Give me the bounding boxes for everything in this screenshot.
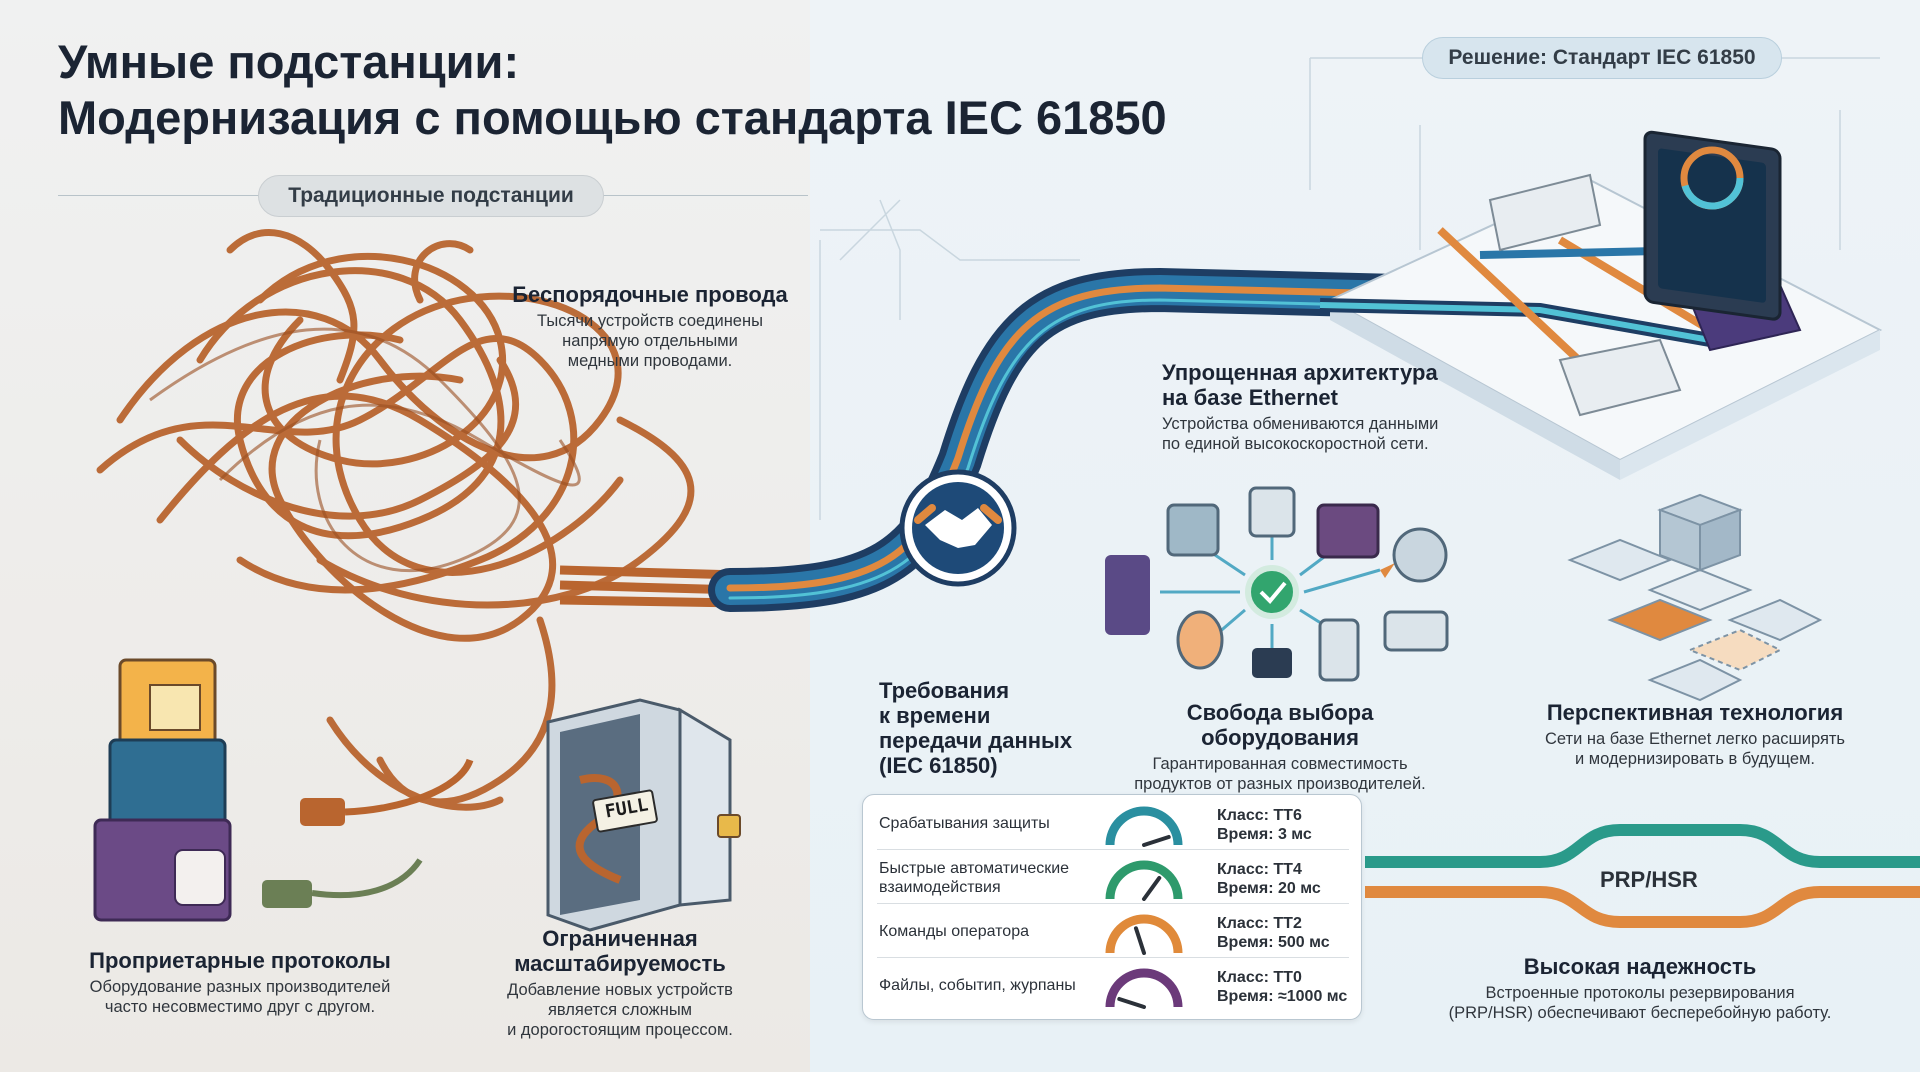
ethernet-heading: Упрощенная архитектура на базе Ethernet — [1162, 360, 1462, 410]
messy-wires-text-2: напрямую отдельными — [562, 332, 738, 350]
gauge-icon — [1105, 806, 1183, 847]
future-heading: Перспективная технология — [1546, 700, 1844, 725]
device-ring-art — [1105, 486, 1449, 682]
ethernet-heading-1: Упрощенная архитектура — [1162, 360, 1438, 385]
gauge-arc — [1105, 968, 1183, 1008]
row-divider — [877, 957, 1349, 958]
row-divider — [877, 849, 1349, 850]
traditional-section-label: Традиционные подстанции — [258, 175, 604, 217]
proprietary-block: Проприетарные протоколы Оборудование раз… — [60, 948, 420, 1017]
timing-row: Срабатывания защиты Класс: TT6 Время: 3 … — [863, 797, 1363, 850]
row-divider — [877, 903, 1349, 904]
timing-row: Быстрые автоматические взаимодействия Кл… — [863, 851, 1363, 904]
gauge-icon — [1105, 968, 1183, 1009]
gauge-arc — [1105, 806, 1183, 846]
timing-row-label: Быстрые автоматические взаимодействия — [879, 859, 1070, 896]
timing-row-class: Класс: TT0 Время: ≈1000 мс — [1217, 968, 1347, 1006]
scalability-heading: Ограниченная масштабируемость — [470, 926, 770, 976]
ethernet-block: Упрощенная архитектура на базе Ethernet … — [1162, 360, 1462, 454]
scalability-text-1: Добавление новых устройств — [507, 981, 733, 999]
timing-row-class: Класс: TT6 Время: 3 мс — [1217, 806, 1312, 844]
proprietary-text-1: Оборудование разных производителей — [89, 978, 391, 996]
timing-time: Время: ≈1000 мс — [1217, 988, 1348, 1005]
gauge-icon — [1105, 914, 1183, 955]
gauge-arc — [1105, 914, 1183, 954]
timing-row-class: Класс: TT2 Время: 500 мс — [1217, 914, 1330, 952]
gauge-needle — [1142, 875, 1162, 901]
requirements-heading: Требования к времени передачи данных (IE… — [879, 678, 1072, 778]
timing-row-class: Класс: TT4 Время: 20 мс — [1217, 860, 1321, 898]
proprietary-text: Оборудование разных производителей часто… — [60, 977, 420, 1017]
page-title: Умные подстанции: Модернизация с помощью… — [58, 34, 1167, 146]
reliability-block: Высокая надежность Встроенные протоколы … — [1430, 954, 1850, 1023]
prp-hsr-label: PRP/HSR — [1600, 867, 1698, 892]
reliability-heading: Высокая надежность — [1523, 954, 1757, 979]
messy-wires-heading: Беспорядочные провода — [512, 282, 788, 307]
messy-wires-text: Тысячи устройств соединены напрямую отде… — [500, 311, 800, 371]
messy-wires-text-1: Тысячи устройств соединены — [537, 312, 763, 330]
timing-requirements-panel: Срабатывания защиты Класс: TT6 Время: 3 … — [862, 794, 1362, 1020]
scalability-heading-1: Ограниченная — [542, 926, 698, 951]
freedom-block: Свобода выбора оборудования Гарантирован… — [1110, 700, 1450, 794]
messy-wires-block: Беспорядочные провода Тысячи устройств с… — [500, 282, 800, 371]
network-cable-art — [708, 267, 1582, 612]
requirements-heading-3: передачи данных — [879, 728, 1073, 753]
scalability-text: Добавление новых устройств является слож… — [470, 980, 770, 1040]
timing-row: Файлы, событип, журпаны Класс: TT0 Время… — [863, 959, 1363, 1012]
ethernet-text-2: по единой высокоскоростной сети. — [1162, 435, 1429, 453]
gauge-needle — [1117, 996, 1146, 1009]
requirements-heading-2: к времени — [879, 703, 991, 728]
gauge-arc — [1105, 860, 1183, 900]
handshake-icon — [899, 469, 1017, 587]
scalability-block: Ограниченная масштабируемость Добавление… — [470, 926, 770, 1040]
solution-section-label: Решение: Стандарт IEC 61850 — [1422, 37, 1782, 79]
messy-wires-text-3: медными проводами. — [567, 352, 733, 370]
timing-row-label: Файлы, событип, журпаны — [879, 977, 1076, 994]
timing-time: Время: 3 мс — [1217, 826, 1312, 843]
proprietary-devices-art — [93, 658, 474, 922]
scalability-heading-2: масштабируемость — [514, 951, 726, 976]
future-text-1: Сети на базе Ethernet легко расширять — [1544, 730, 1846, 748]
timing-class: Класс: TT4 — [1217, 861, 1302, 878]
ethernet-platform-art — [1319, 130, 1883, 480]
reliability-text-1: Встроенные протоколы резервирования — [1485, 984, 1795, 1002]
future-block: Перспективная технология Сети на базе Et… — [1530, 700, 1860, 769]
title-line-1: Умные подстанции: — [58, 35, 520, 88]
requirements-heading-4: (IEC 61850) — [879, 753, 998, 778]
timing-class: Класс: TT0 — [1217, 969, 1302, 986]
timing-class: Класс: TT2 — [1217, 915, 1302, 932]
gauge-needle — [1142, 834, 1171, 847]
freedom-text-2: продуктов от разных производителей. — [1134, 775, 1426, 793]
proprietary-heading: Проприетарные протоколы — [89, 948, 391, 973]
ethernet-text: Устройства обмениваются данными по едино… — [1162, 414, 1462, 454]
timing-class: Класс: TT6 — [1217, 807, 1302, 824]
proprietary-text-2: часто несовместимо друг с другом. — [104, 998, 376, 1016]
reliability-text-2: (PRP/HSR) обеспечивают бесперебойную раб… — [1448, 1004, 1832, 1022]
future-text-2: и модернизировать в будущем. — [1574, 750, 1816, 768]
freedom-text-1: Гарантированная совместимость — [1152, 755, 1408, 773]
requirements-heading-1: Требования — [879, 678, 1010, 703]
reliability-text: Встроенные протоколы резервирования (PRP… — [1430, 983, 1850, 1023]
cabinet-art — [546, 698, 741, 932]
timing-time: Время: 20 мс — [1217, 880, 1321, 897]
timing-row-label: Команды оператора — [879, 923, 1029, 940]
modular-cubes-art — [1567, 493, 1823, 702]
freedom-text: Гарантированная совместимость продуктов … — [1110, 754, 1450, 794]
ethernet-text-1: Устройства обмениваются данными — [1162, 415, 1439, 433]
scalability-text-2: является сложным — [547, 1001, 693, 1019]
ethernet-heading-2: на базе Ethernet — [1162, 385, 1338, 410]
title-line-2: Модернизация с помощью стандарта IEC 618… — [58, 91, 1167, 144]
timing-row-label: Срабатывания защиты — [879, 815, 1050, 832]
gauge-icon — [1105, 860, 1183, 901]
scalability-text-3: и дорогостоящим процессом. — [507, 1021, 733, 1039]
timing-row: Команды оператора Класс: TT2 Время: 500 … — [863, 905, 1363, 958]
future-text: Сети на базе Ethernet легко расширять и … — [1530, 729, 1860, 769]
freedom-heading: Свобода выбора оборудования — [1186, 700, 1374, 750]
timing-time: Время: 500 мс — [1217, 934, 1330, 951]
gauge-needle — [1133, 926, 1146, 955]
redundancy-lines-art — [1365, 824, 1920, 928]
